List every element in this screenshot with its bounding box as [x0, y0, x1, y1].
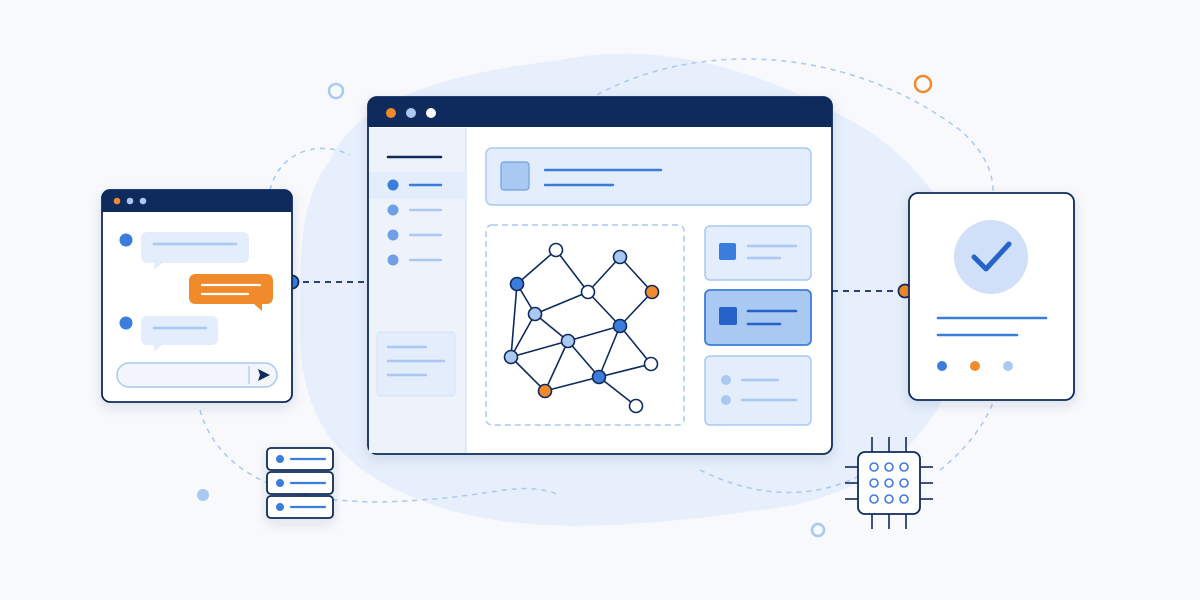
graph-node[interactable] — [503, 349, 519, 365]
chip-core-grid — [869, 462, 909, 504]
chip-core-dot — [899, 462, 909, 472]
graph-edge — [567, 325, 621, 342]
main-window-dot-white[interactable] — [426, 108, 436, 118]
graph-edge — [587, 256, 621, 293]
network-graph-panel — [485, 224, 685, 426]
graph-edge — [510, 356, 546, 392]
deco-dot-blue — [197, 489, 209, 501]
list-card-1[interactable] — [704, 225, 812, 281]
graph-node[interactable] — [527, 306, 543, 322]
chip-core-dot — [869, 478, 879, 488]
success-dot-blue — [937, 361, 947, 371]
success-dot-orange — [970, 361, 980, 371]
graph-edge — [619, 325, 652, 365]
graph-node[interactable] — [612, 249, 628, 265]
list-card-3[interactable] — [704, 355, 812, 426]
graph-edge — [534, 291, 589, 315]
graph-edge — [544, 340, 569, 392]
chat-window-dot-light[interactable] — [139, 197, 147, 205]
sidebar-item-1[interactable] — [387, 179, 443, 191]
chip-core-dot — [869, 462, 879, 472]
main-window-dot-orange[interactable] — [386, 108, 396, 118]
graph-edge — [598, 325, 621, 378]
chip-core-dot — [899, 478, 909, 488]
graph-edge — [544, 376, 600, 392]
header-thumbnail — [500, 161, 530, 191]
graph-node[interactable] — [643, 356, 659, 372]
chat-bubble-outgoing — [189, 274, 273, 311]
success-dot-light — [1003, 361, 1013, 371]
chat-window-titlebar — [102, 190, 292, 212]
dashed-curve-left — [269, 147, 351, 191]
graph-node[interactable] — [537, 383, 553, 399]
graph-node[interactable] — [644, 284, 660, 300]
sidebar-item-2[interactable] — [387, 204, 443, 216]
chat-window-dot-blue[interactable] — [126, 197, 134, 205]
chip-icon — [845, 437, 933, 529]
network-graph — [503, 242, 660, 414]
sidebar-item-4[interactable] — [387, 254, 443, 266]
graph-node[interactable] — [580, 284, 596, 300]
deco-ring-orange — [913, 74, 933, 94]
graph-edge — [587, 291, 621, 327]
success-card — [908, 192, 1075, 401]
graph-edge — [516, 249, 557, 285]
graph-node[interactable] — [548, 242, 564, 258]
main-header-card[interactable] — [485, 147, 812, 206]
deco-ring-small — [810, 522, 826, 538]
checkmark-badge — [954, 220, 1028, 294]
chat-avatar-2 — [119, 316, 133, 330]
chat-window-dot-orange[interactable] — [113, 197, 121, 205]
graph-node[interactable] — [628, 398, 644, 414]
chat-bubble-incoming-1 — [141, 232, 249, 270]
chat-message-input[interactable] — [116, 362, 278, 388]
sidebar-info-card — [376, 331, 456, 397]
list-card-2-icon — [719, 307, 737, 325]
graph-node[interactable] — [612, 318, 628, 334]
graph-edge — [598, 363, 652, 378]
list-card-1-icon — [719, 243, 736, 260]
graph-node[interactable] — [591, 369, 607, 385]
server-led-2 — [276, 479, 284, 487]
server-led-1 — [276, 455, 284, 463]
chip-core-dot — [884, 478, 894, 488]
chip-core-dot — [899, 494, 909, 504]
chip-core-dot — [884, 494, 894, 504]
list-card-2-selected[interactable] — [704, 289, 812, 346]
send-icon[interactable] — [258, 369, 270, 381]
graph-edge — [619, 291, 653, 327]
server-led-3 — [276, 503, 284, 511]
graph-edge — [555, 249, 589, 293]
dashed-curve-top — [579, 58, 994, 241]
graph-edge — [510, 283, 518, 358]
sidebar-item-3[interactable] — [387, 229, 443, 241]
chat-avatar-1 — [119, 233, 133, 247]
chip-core-dot — [869, 494, 879, 504]
checkmark-icon — [971, 241, 1012, 272]
graph-edge — [510, 313, 536, 358]
graph-edge — [567, 340, 600, 378]
graph-edge — [510, 340, 569, 358]
main-window-dot-blue[interactable] — [406, 108, 416, 118]
chip-core-dot — [884, 462, 894, 472]
graph-edge — [598, 376, 637, 407]
graph-node[interactable] — [509, 276, 525, 292]
chat-bubble-incoming-2 — [141, 316, 218, 352]
dashed-curve-bottom-right — [699, 469, 871, 494]
graph-node[interactable] — [560, 333, 576, 349]
main-window-titlebar — [368, 97, 832, 127]
deco-ring-blue — [327, 82, 345, 100]
graph-edge — [619, 256, 653, 293]
